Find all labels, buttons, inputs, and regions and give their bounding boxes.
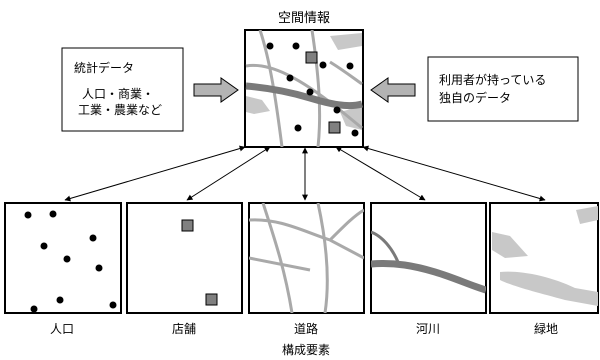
population-dot: [63, 255, 71, 263]
component-label-population: 人口: [50, 322, 74, 336]
population-dot: [266, 42, 274, 50]
population-dot: [95, 264, 103, 272]
green-area: [246, 96, 270, 114]
spatial-info-map: [244, 29, 364, 148]
population-dot: [24, 211, 32, 219]
components-title: 構成要素: [282, 343, 330, 357]
connector-stores: [186, 146, 271, 201]
road: [329, 60, 363, 86]
component-label-stores: 店舗: [172, 322, 196, 336]
population-dot: [89, 234, 97, 242]
population-dot: [319, 61, 327, 69]
green-area: [576, 206, 598, 224]
road: [258, 30, 284, 147]
connector-green: [362, 145, 546, 202]
population-dot: [109, 301, 117, 309]
arrow-right-to-map: [370, 77, 416, 103]
stores-panel: [126, 202, 243, 314]
arrow-left-to-map: [193, 77, 239, 103]
green-panel: [489, 202, 599, 314]
population-dot: [351, 129, 359, 137]
road: [249, 218, 364, 260]
connector-rivers: [335, 146, 426, 201]
statistics-heading: 統計データ: [74, 60, 134, 75]
population-dot: [306, 88, 314, 96]
road: [261, 203, 294, 313]
component-label-roads: 道路: [294, 321, 318, 336]
user-data-box: 利用者が持っている 独自のデータ: [427, 56, 579, 122]
population-dot: [56, 296, 64, 304]
population-dot: [49, 210, 57, 218]
road: [328, 208, 364, 242]
population-dot: [333, 106, 341, 114]
component-label-green: 緑地: [534, 321, 558, 336]
population-dot: [346, 62, 354, 70]
user-data-line-1: 利用者が持っている: [439, 72, 546, 87]
statistics-line-2: 工業・農業など: [78, 103, 162, 117]
spatial-info-title: 空間情報: [278, 11, 330, 26]
user-data-line-2: 独自のデータ: [439, 90, 511, 105]
road: [310, 30, 322, 147]
population-panel: [4, 202, 122, 314]
population-dot: [294, 124, 302, 132]
component-label-rivers: 河川: [416, 322, 440, 336]
green-area: [500, 271, 598, 306]
connector-lines: [64, 145, 546, 202]
population-dot: [30, 305, 38, 313]
connector-population: [64, 145, 246, 202]
store-marker: [305, 51, 318, 64]
population-dot: [286, 74, 294, 82]
statistics-line-1: 人口・商業・: [82, 86, 154, 101]
road: [316, 203, 329, 313]
river: [245, 82, 363, 110]
population-dot: [40, 242, 48, 250]
population-dot: [292, 42, 300, 50]
road: [249, 256, 311, 272]
roads-panel: [248, 202, 365, 314]
river-branch: [371, 230, 400, 263]
rivers-panel: [370, 202, 487, 314]
store-marker: [181, 219, 194, 232]
green-area: [492, 232, 528, 258]
green-area: [330, 33, 362, 50]
statistics-data-box: 統計データ 人口・商業・ 工業・農業など: [61, 47, 184, 132]
store-marker: [205, 293, 218, 306]
river: [371, 260, 486, 294]
store-marker: [328, 121, 341, 134]
